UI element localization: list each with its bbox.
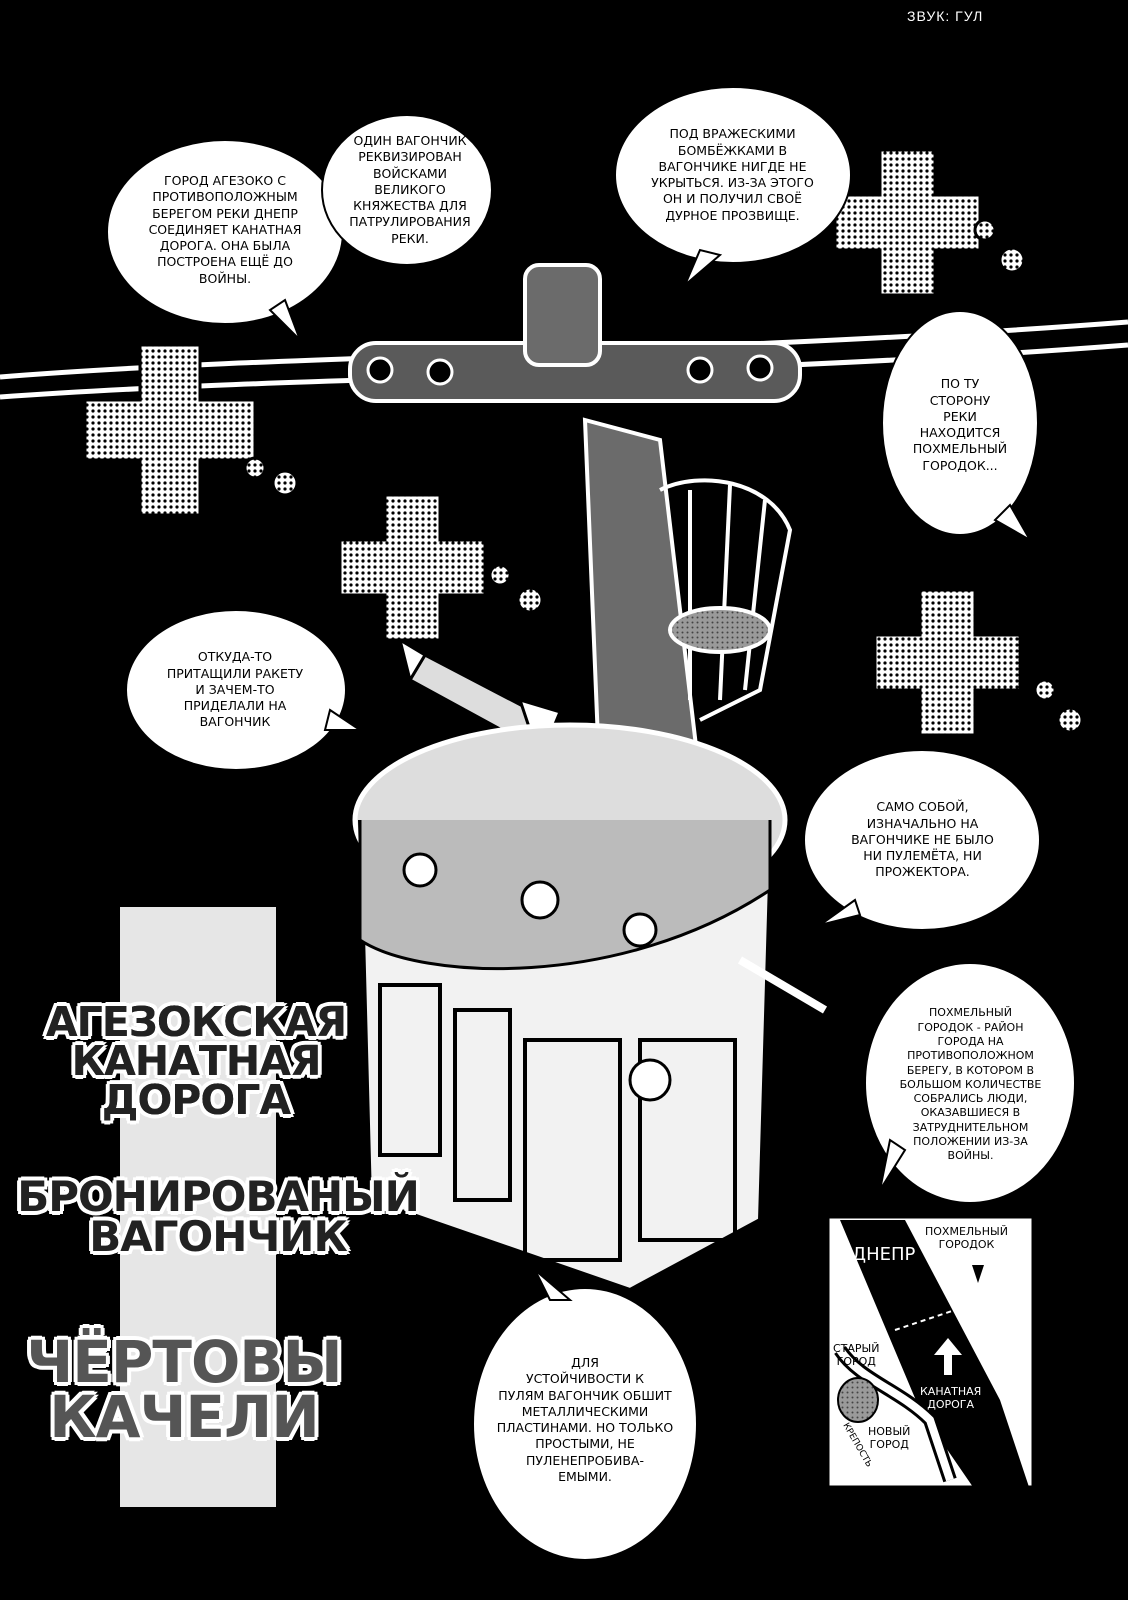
title-devils-swing: ЧЁРТОВЫ КАЧЕЛИ bbox=[25, 1328, 343, 1452]
title-armored-cabin: БРОНИРОВАНЫЙ ВАГОНЧИК bbox=[16, 1172, 421, 1261]
bubble-shapes bbox=[106, 86, 1076, 1561]
title-band bbox=[120, 907, 276, 1507]
map-inset bbox=[826, 1215, 1035, 1490]
bubble-rocket: ОТКУДА-ТО ПРИТАЩИЛИ РАКЕТУ И ЗАЧЕМ-ТО ПР… bbox=[166, 649, 304, 730]
map-label-old-town: СТАРЫЙ ГОРОД bbox=[833, 1342, 880, 1369]
seat-cage bbox=[659, 478, 793, 722]
sfx-translation-label: ЗВУК: ГУЛ bbox=[907, 8, 984, 24]
bubble-nickname-origin: ПОД ВРАЖЕСКИМИ БОМБЁЖКАМИ В ВАГОНЧИКЕ НИ… bbox=[651, 126, 814, 223]
map-label-new-town: НОВЫЙ ГОРОД bbox=[868, 1425, 911, 1452]
bubble-no-machinegun: САМО СОБОЙ, ИЗНАЧАЛЬНО НА ВАГОНЧИКЕ НЕ Б… bbox=[851, 799, 994, 880]
cable-trolley bbox=[348, 263, 802, 403]
cabin bbox=[352, 722, 828, 1293]
map-label-cable-road: КАНАТНАЯ ДОРОГА bbox=[920, 1385, 982, 1412]
bubble-hangover-town-explained: ПОХМЕЛЬНЫЙ ГОРОДОК - РАЙОН ГОРОДА НА ПРО… bbox=[899, 1006, 1042, 1163]
bubble-agezoko-cable-road: ГОРОД АГЕЗОКО С ПРОТИВОПОЛОЖНЫМ БЕРЕГОМ … bbox=[148, 173, 302, 286]
sfx-blobs bbox=[83, 148, 1084, 737]
bubble-hangover-town: ПО ТУ СТОРОНУ РЕКИ НАХОДИТСЯ ПОХМЕЛЬНЫЙ … bbox=[912, 376, 1008, 473]
title-agezoko-cable-road: АГЕЗОКСКАЯ КАНАТНАЯ ДОРОГА bbox=[45, 998, 348, 1124]
bubble-requisitioned-cabin: ОДИН ВАГОНЧИК РЕКВИЗИРОВАН ВОЙСКАМИ ВЕЛИ… bbox=[349, 133, 471, 246]
map-label-river: ДНЕПР bbox=[852, 1244, 916, 1265]
bubble-armor-plates: ДЛЯ УСТОЙЧИВОСТИ К ПУЛЯМ ВАГОНЧИК ОБШИТ … bbox=[496, 1355, 674, 1484]
map-label-hangover-town: ПОХМЕЛЬНЫЙ ГОРОДОК bbox=[925, 1225, 1008, 1252]
